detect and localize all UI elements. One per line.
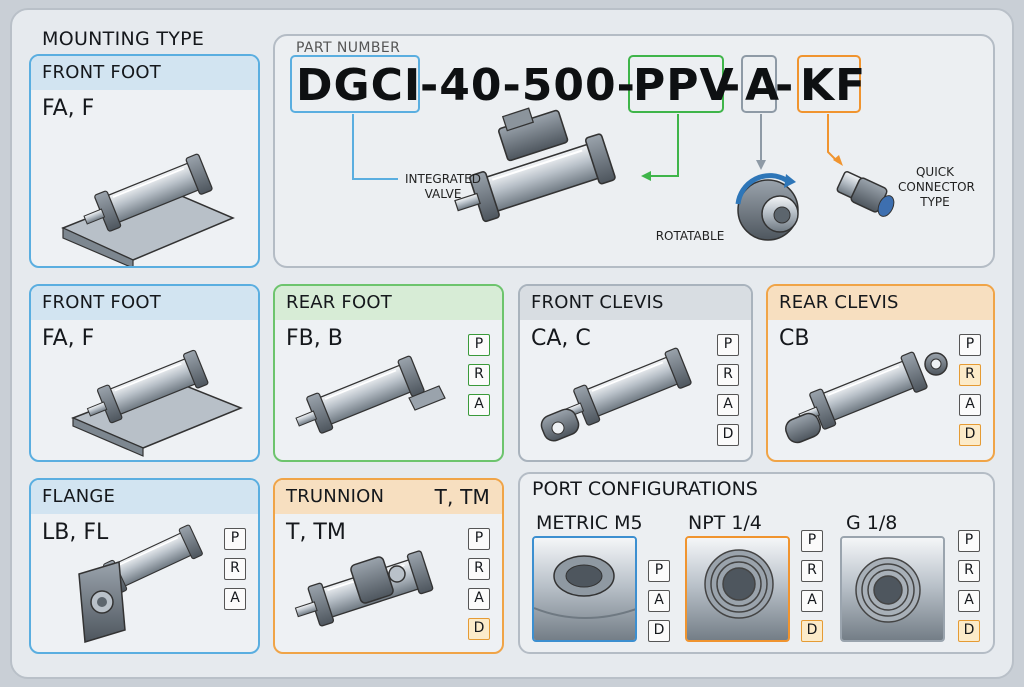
card-title-text: TRUNNION <box>286 486 385 507</box>
card-title-code: T, TM <box>434 485 490 509</box>
port-name-npt: NPT 1/4 <box>688 512 762 534</box>
badge-r: R <box>958 560 980 582</box>
port-npt-1-4 <box>685 536 790 642</box>
card-flange: FLANGE LB, FL P R A <box>29 478 260 654</box>
card-trunnion: TRUNNION T, TM T, TM P R A D <box>273 478 504 654</box>
g-port-badges: P R A D <box>958 530 1012 642</box>
mounting-type-title: MOUNTING TYPE <box>42 28 205 50</box>
port-configurations-title: PORT CONFIGURATIONS <box>532 478 758 500</box>
card-title: FRONT FOOT <box>31 286 258 320</box>
badge-a: A <box>468 394 490 416</box>
part-number-panel <box>273 34 995 268</box>
pn-segment-rotatable: A <box>745 60 781 111</box>
badge-r: R <box>468 558 490 580</box>
pn-segment-dash-2: - <box>775 60 795 111</box>
pn-segment-dash-1: - <box>722 60 742 111</box>
badge-a: A <box>717 394 739 416</box>
card-code: CA, C <box>531 326 591 351</box>
rotatable-fitting-illustration <box>735 173 799 241</box>
card-title: FLANGE <box>31 480 258 514</box>
card-title: FRONT CLEVIS <box>520 286 751 320</box>
pn-segment-size-stroke: -40-500- <box>420 60 636 111</box>
card-rear-foot: REAR FOOT FB, B P R A <box>273 284 504 462</box>
card-code: LB, FL <box>42 520 109 545</box>
segment-box-dgci <box>290 55 420 113</box>
integrated-valve-cylinder-illustration <box>448 107 617 230</box>
badge-p: P <box>224 528 246 550</box>
segment-box-a <box>741 55 777 113</box>
badge-d: D <box>801 620 823 642</box>
badge-d: D <box>717 424 739 446</box>
pn-segment-series: DGCI <box>296 60 422 111</box>
card-front-foot: FRONT FOOT FA, F <box>29 284 260 462</box>
card-front-foot-top: FRONT FOOT FA, F <box>29 54 260 268</box>
npt-port-badges: P R A D <box>801 530 1012 642</box>
g-port-illustration <box>842 538 943 640</box>
badge-r: R <box>959 364 981 386</box>
card-code: FA, F <box>42 326 95 351</box>
card-front-clevis: FRONT CLEVIS CA, C P R A D <box>518 284 753 462</box>
badge-p: P <box>801 530 823 552</box>
badge-r: R <box>468 364 490 386</box>
badge-a: A <box>648 590 670 612</box>
port-name-metric: METRIC M5 <box>536 512 643 534</box>
badge-r: R <box>717 364 739 386</box>
segment-box-kf <box>797 55 861 113</box>
badge-a: A <box>224 588 246 610</box>
front-foot-cylinder-illustration <box>71 348 244 457</box>
front-clevis-cylinder-illustration <box>540 346 693 442</box>
card-title: REAR FOOT <box>275 286 502 320</box>
rotatable-label: ROTATABLE <box>655 229 725 243</box>
metric-port-illustration <box>534 538 635 640</box>
trunnion-cylinder-illustration <box>289 549 435 633</box>
pn-segment-connector: KF <box>800 60 867 111</box>
badge-a: A <box>801 590 823 612</box>
card-title: TRUNNION T, TM <box>275 480 502 514</box>
metric-port-badges: P A D <box>648 560 1012 642</box>
badge-d: D <box>959 424 981 446</box>
badge-p: P <box>468 528 490 550</box>
card-title: FRONT FOOT <box>31 56 258 90</box>
port-name-g: G 1/8 <box>846 512 898 534</box>
card-rear-clevis: REAR CLEVIS CB P R A D <box>766 284 995 462</box>
badge-d: D <box>468 618 490 640</box>
port-badges: P R A <box>468 334 490 416</box>
badge-d: D <box>958 620 980 642</box>
badge-d: D <box>648 620 670 642</box>
rear-foot-cylinder-illustration <box>289 354 446 442</box>
npt-port-illustration <box>687 538 788 640</box>
card-code: FA, F <box>42 96 95 121</box>
quick-connector-illustration <box>836 171 895 217</box>
badge-p: P <box>958 530 980 552</box>
quick-connector-label: QUICK CONNECTOR TYPE <box>898 165 975 209</box>
part-number-label: PART NUMBER <box>296 40 401 56</box>
port-g-1-8 <box>840 536 945 642</box>
badge-r: R <box>801 560 823 582</box>
card-title: REAR CLEVIS <box>768 286 993 320</box>
part-number-callouts <box>352 107 895 241</box>
integrated-valve-label: INTEGRATED VALVE <box>404 172 481 201</box>
badge-a: A <box>959 394 981 416</box>
flange-cylinder-illustration <box>78 523 204 643</box>
port-badges: P R A D <box>959 334 981 446</box>
port-metric-m5 <box>532 536 637 642</box>
port-badges: P R A <box>224 528 246 610</box>
card-code: FB, B <box>286 326 343 351</box>
front-foot-cylinder-illustration <box>61 152 235 266</box>
port-badges: P R A D <box>717 334 739 446</box>
badge-p: P <box>648 560 670 582</box>
badge-a: A <box>468 588 490 610</box>
badge-a: A <box>958 590 980 612</box>
pn-segment-valve: PPV <box>633 60 735 111</box>
segment-box-ppv <box>628 55 724 113</box>
card-code: T, TM <box>286 520 346 545</box>
rear-clevis-cylinder-illustration <box>785 350 948 444</box>
badge-p: P <box>717 334 739 356</box>
card-code: CB <box>779 326 810 351</box>
badge-r: R <box>224 558 246 580</box>
badge-p: P <box>959 334 981 356</box>
port-badges: P R A D <box>468 528 490 640</box>
badge-p: P <box>468 334 490 356</box>
